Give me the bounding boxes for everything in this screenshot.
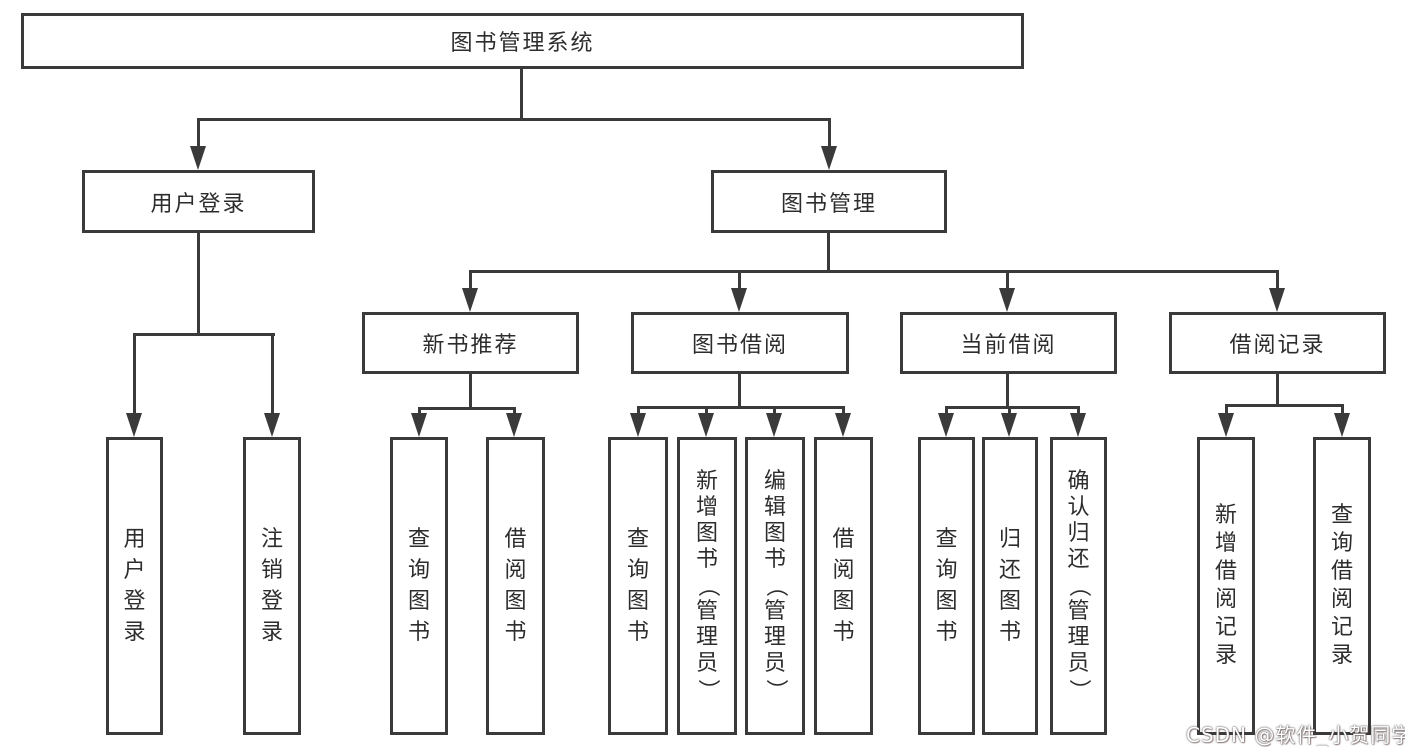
node-book-borrowing: 图书借阅 — [631, 312, 849, 374]
connector-line — [1077, 406, 1080, 416]
leaf-label: 新增图书（管理员） — [694, 469, 720, 702]
connector-line — [520, 69, 523, 121]
connector-line — [945, 406, 1080, 409]
arrow-down-icon — [1218, 413, 1234, 437]
connector-line — [738, 270, 741, 290]
connector-line — [1341, 404, 1344, 416]
connector-line — [418, 407, 516, 410]
connector-line — [197, 233, 200, 336]
node-label: 图书借阅 — [691, 333, 788, 358]
connector-line — [1276, 374, 1279, 407]
arrow-down-icon — [835, 413, 851, 437]
leaf-add-borrow-record: 新增借阅记录 — [1197, 437, 1255, 735]
connector-line — [1006, 374, 1009, 409]
connector-line — [773, 406, 776, 416]
leaf-query-borrow-record: 查询借阅记录 — [1313, 437, 1371, 735]
connector-line — [1006, 270, 1009, 290]
arrow-down-icon — [999, 288, 1015, 312]
leaf-label: 查询图书 — [407, 526, 430, 645]
arrow-down-icon — [264, 413, 280, 437]
leaf-query-books-1: 查询图书 — [390, 437, 448, 735]
arrow-down-icon — [630, 413, 646, 437]
connector-line — [469, 270, 1279, 273]
leaf-return-books: 归还图书 — [982, 437, 1038, 735]
connector-line — [1225, 404, 1344, 407]
arrow-down-icon — [1001, 413, 1017, 437]
connector-line — [637, 406, 845, 409]
connector-line — [1276, 270, 1279, 290]
connector-line — [197, 118, 200, 148]
node-label: 图书管理 — [780, 191, 877, 217]
leaf-label: 确认归还（管理员） — [1066, 469, 1092, 702]
connector-line — [197, 118, 831, 121]
leaf-label: 用户登录 — [123, 526, 146, 645]
leaf-edit-book-admin: 编辑图书（管理员） — [745, 437, 805, 735]
node-label: 图书管理系统 — [450, 31, 595, 56]
leaf-label: 编辑图书（管理员） — [762, 469, 788, 702]
arrow-down-icon — [411, 413, 427, 437]
connector-line — [1225, 404, 1228, 416]
arrow-down-icon — [938, 413, 954, 437]
leaf-label: 借阅图书 — [832, 526, 855, 645]
leaf-label: 查询图书 — [935, 526, 958, 645]
connector-line — [828, 118, 831, 148]
node-book-management: 图书管理 — [711, 170, 947, 233]
csdn-watermark: CSDN @软件_小贺同学 — [1186, 723, 1405, 747]
leaf-label: 注销登录 — [260, 526, 283, 645]
leaf-logout: 注销登录 — [243, 437, 301, 735]
node-label: 新书推荐 — [422, 333, 519, 358]
node-label: 当前借阅 — [960, 333, 1057, 358]
connector-line — [738, 374, 741, 409]
leaf-add-book-admin: 新增图书（管理员） — [677, 437, 737, 735]
node-label: 用户登录 — [150, 191, 247, 217]
connector-line — [513, 407, 516, 417]
leaf-borrow-books-2: 借阅图书 — [814, 437, 873, 735]
connector-line — [418, 407, 421, 417]
arrow-down-icon — [126, 413, 142, 437]
node-new-book-recommend: 新书推荐 — [362, 312, 579, 374]
leaf-label: 查询借阅记录 — [1330, 503, 1353, 668]
connector-line — [842, 406, 845, 416]
arrow-down-icon — [698, 413, 714, 437]
leaf-borrow-books-1: 借阅图书 — [486, 437, 545, 735]
connector-line — [827, 233, 830, 273]
connector-line — [1008, 406, 1011, 416]
connector-line — [945, 406, 948, 416]
leaf-confirm-return-admin: 确认归还（管理员） — [1050, 437, 1107, 735]
leaf-query-books-2: 查询图书 — [608, 437, 668, 735]
node-library-management-system: 图书管理系统 — [21, 13, 1024, 69]
node-user-login: 用户登录 — [82, 170, 315, 233]
arrow-down-icon — [506, 413, 522, 437]
leaf-label: 归还图书 — [998, 526, 1021, 645]
arrow-down-icon — [731, 288, 747, 312]
connector-line — [271, 333, 274, 415]
arrow-down-icon — [1334, 413, 1350, 437]
connector-line — [469, 270, 472, 290]
node-borrow-records: 借阅记录 — [1169, 312, 1386, 374]
node-current-borrowing: 当前借阅 — [900, 312, 1117, 374]
arrow-down-icon — [1070, 413, 1086, 437]
leaf-label: 查询图书 — [626, 526, 649, 645]
connector-line — [705, 406, 708, 416]
connector-line — [637, 406, 640, 416]
leaf-user-login: 用户登录 — [106, 437, 163, 735]
connector-line — [133, 333, 275, 336]
leaf-label: 新增借阅记录 — [1214, 503, 1237, 668]
node-label: 借阅记录 — [1229, 333, 1326, 358]
arrow-down-icon — [766, 413, 782, 437]
connector-line — [469, 374, 472, 410]
leaf-query-books-3: 查询图书 — [918, 437, 975, 735]
arrow-down-icon — [190, 146, 206, 170]
leaf-label: 借阅图书 — [504, 526, 527, 645]
connector-line — [133, 333, 136, 415]
arrow-down-icon — [1269, 288, 1285, 312]
arrow-down-icon — [462, 288, 478, 312]
arrow-down-icon — [821, 146, 837, 170]
